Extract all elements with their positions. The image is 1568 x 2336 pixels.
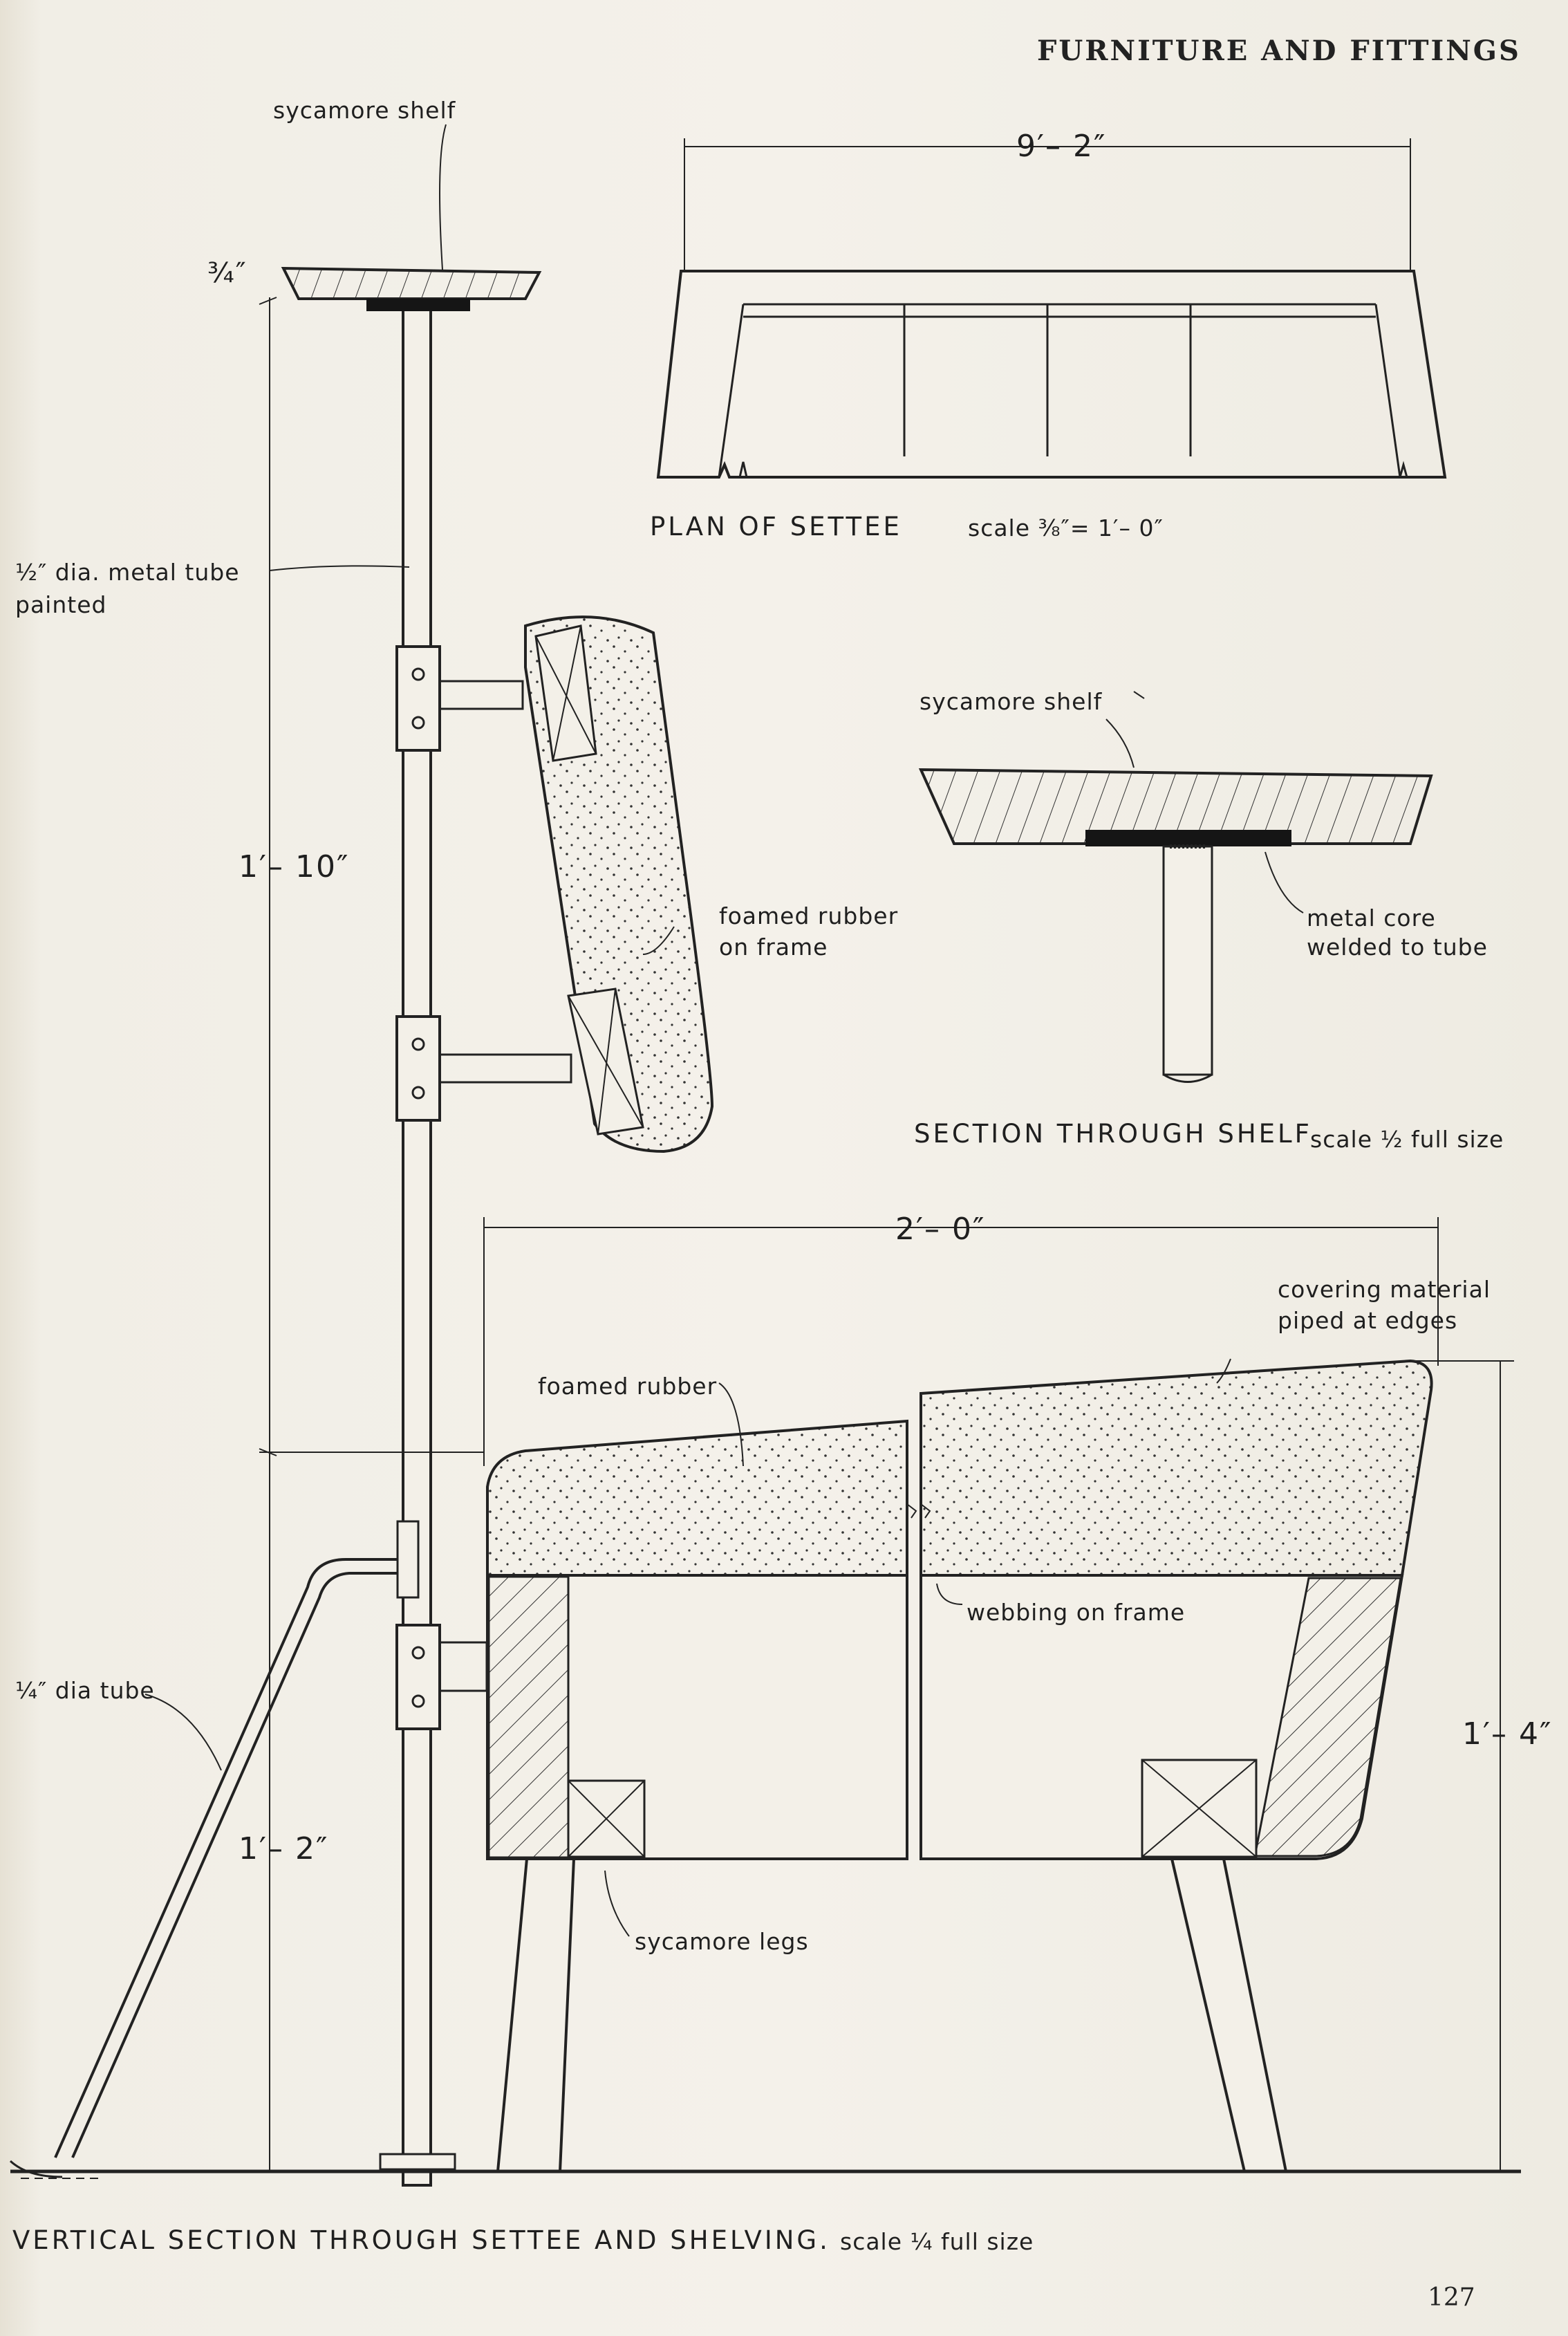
legs-label: sycamore legs [635,1928,809,1955]
settee-height-dimension: 1′– 4″ [1462,1716,1553,1752]
vertical-section-caption: VERTICAL SECTION THROUGH SETTEE AND SHEL… [12,2225,830,2255]
metal-core-label-1: metal core [1307,905,1436,931]
plan-width-dimension: 9′– 2″ [1016,129,1107,164]
shelf-section-label: sycamore shelf [920,688,1103,715]
back-cushion-label-2: on frame [719,934,828,961]
vertical-section-drawing [9,124,1521,2187]
covering-label-2: piped at edges [1278,1307,1458,1334]
tube-label-1: ½″ dia. metal tube [15,559,240,586]
plan-of-settee [656,138,1447,479]
plan-caption: PLAN OF SETTEE [650,512,902,541]
shelf-section-drawing [918,691,1433,1083]
total-height-dimension: 1′– 10″ [239,849,350,884]
plan-scale: scale ⅜″= 1′– 0″ [968,515,1164,541]
shelf-section-scale: scale ½ full size [1310,1126,1504,1153]
running-head: FURNITURE AND FITTINGS [1037,35,1521,67]
webbing-label: webbing on frame [967,1599,1186,1626]
back-cushion-label-1: foamed rubber [719,902,899,929]
page-number: 127 [1428,2283,1475,2312]
lower-height-dimension: 1′– 2″ [239,1831,329,1866]
tube-label-2: painted [15,591,107,618]
covering-label-1: covering material [1278,1276,1491,1303]
vertical-section-scale: scale ¼ full size [840,2228,1034,2255]
seat-foam-label: foamed rubber [538,1373,718,1400]
settee-width-dimension: 2′– 0″ [895,1212,986,1247]
metal-core-label-2: welded to tube [1307,934,1488,961]
shelf-section-caption: SECTION THROUGH SHELF [914,1119,1312,1149]
small-tube-label: ¼″ dia tube [15,1677,155,1704]
shelf-thickness: ¾″ [207,257,248,289]
top-shelf-label: sycamore shelf [273,97,456,124]
